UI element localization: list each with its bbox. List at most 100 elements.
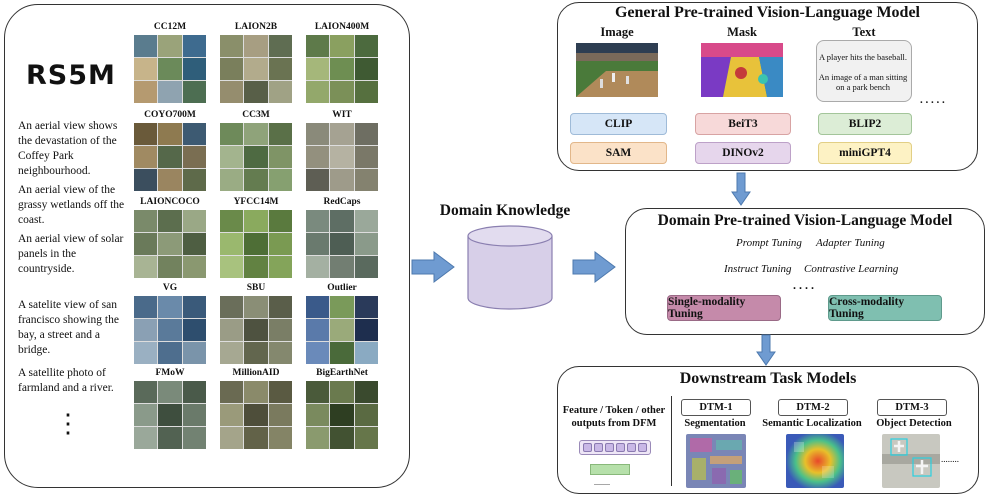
dataset-thumbnail [158, 169, 182, 191]
dataset-thumbnail [182, 404, 206, 426]
model-blip2: BLIP2 [818, 113, 912, 135]
caption-5: A satellite photo of farmland and a rive… [18, 367, 114, 394]
dataset-thumbnail [134, 296, 158, 318]
feature-output-text: Feature / Token / other outputs from DFM [562, 405, 666, 429]
downstream-title: Downstream Task Models [679, 370, 857, 387]
dataset-thumbnail [244, 81, 268, 103]
dtm-2-name: Semantic Localization [762, 418, 862, 429]
dataset-label: CC3M [242, 110, 270, 120]
dataset-thumbnail [330, 342, 354, 364]
dataset-thumbnail [268, 123, 292, 145]
dtm-3-box: DTM-3 [877, 399, 947, 416]
dataset-thumbnail [244, 404, 268, 426]
single-modality-tuning: Single-modality Tuning [667, 295, 781, 321]
dataset-thumbnail [330, 210, 354, 232]
dataset-thumbnail [220, 123, 244, 145]
semantic-localization-thumbnail [786, 434, 844, 488]
dataset-image-grid [220, 381, 292, 449]
dataset-thumbnail [244, 210, 268, 232]
dataset-thumbnail [244, 319, 268, 341]
dataset-thumbnail [220, 381, 244, 403]
dataset-thumbnail [244, 123, 268, 145]
dataset-thumbnail [182, 35, 206, 57]
arrow-left-to-db [411, 251, 455, 283]
dataset-thumbnail [134, 342, 158, 364]
domain-ellipsis: . . . . [793, 278, 814, 292]
dataset-thumbnail [354, 296, 378, 318]
feature-bar [590, 464, 630, 475]
dataset-thumbnail [244, 256, 268, 278]
dataset-thumbnail [182, 123, 206, 145]
tag-contrastive-learning: Contrastive Learning [804, 263, 899, 275]
dataset-thumbnail [306, 210, 330, 232]
dataset-thumbnail [354, 427, 378, 449]
rs5m-logo: RS5M [26, 60, 116, 91]
dataset-thumbnail [268, 256, 292, 278]
text-example-line-2: An image of a man sitting on a park benc… [818, 72, 908, 92]
caption-2: An aerial view of the grassy wetlands of… [18, 184, 125, 226]
dataset-thumbnail [306, 342, 330, 364]
dataset-thumbnail [244, 146, 268, 168]
text-example-box [816, 40, 912, 102]
dataset-thumbnail [158, 123, 182, 145]
dataset-thumbnail [354, 256, 378, 278]
dataset-label: WIT [332, 110, 352, 120]
dataset-label: YFCC14M [233, 197, 279, 207]
dataset-thumbnail [354, 81, 378, 103]
dataset-thumbnail [306, 404, 330, 426]
caption-1: An aerial view shows the devastation of … [18, 120, 118, 177]
dataset-thumbnail [354, 319, 378, 341]
dataset-thumbnail [354, 381, 378, 403]
arrow-general-to-domain [731, 172, 751, 206]
dataset-thumbnail [220, 58, 244, 80]
dataset-thumbnail [268, 381, 292, 403]
caption-ellipsis: ⋮ [55, 409, 81, 438]
dataset-thumbnail [134, 256, 158, 278]
dataset-thumbnail [268, 146, 292, 168]
dataset-thumbnail [182, 58, 206, 80]
dataset-thumbnail [134, 169, 158, 191]
dataset-label: RedCaps [323, 197, 361, 207]
dataset-thumbnail [134, 58, 158, 80]
dataset-label: SBU [246, 283, 266, 293]
general-vlm-title: General Pre-trained Vision-Language Mode… [614, 4, 920, 21]
dataset-label: LAION2B [234, 22, 278, 32]
dataset-thumbnail [182, 342, 206, 364]
dataset-thumbnail [330, 169, 354, 191]
dataset-thumbnail [330, 296, 354, 318]
dataset-thumbnail [158, 319, 182, 341]
dataset-image-grid [306, 210, 378, 278]
dataset-thumbnail [244, 233, 268, 255]
caption-4: A satelite view of san francisco showing… [18, 299, 119, 356]
dataset-thumbnail [330, 58, 354, 80]
dataset-thumbnail [330, 35, 354, 57]
dataset-thumbnail [220, 256, 244, 278]
dataset-label: FMoW [155, 368, 185, 378]
dataset-thumbnail [220, 146, 244, 168]
dataset-thumbnail [306, 427, 330, 449]
dataset-label: LAIONCOCO [140, 197, 200, 207]
dataset-thumbnail [182, 319, 206, 341]
dataset-thumbnail [158, 58, 182, 80]
dataset-label: COYO700M [144, 110, 196, 120]
dataset-thumbnail [158, 256, 182, 278]
dataset-image-grid [134, 123, 206, 191]
col-mask-label: Mask [727, 25, 757, 39]
dataset-image-grid [134, 35, 206, 103]
arrow-domain-to-downstream [756, 334, 776, 366]
dataset-label: LAION400M [314, 22, 370, 32]
dataset-thumbnail [220, 296, 244, 318]
dataset-label: VG [162, 283, 178, 293]
col-text-label: Text [852, 25, 876, 39]
downstream-tail-dots: ........ [941, 454, 959, 464]
dataset-thumbnail [330, 256, 354, 278]
dataset-thumbnail [244, 169, 268, 191]
dataset-thumbnail [220, 210, 244, 232]
dataset-thumbnail [306, 58, 330, 80]
segmentation-thumbnail [686, 434, 746, 488]
col-image-label: Image [600, 25, 634, 39]
token-cell [605, 443, 614, 452]
dataset-thumbnail [306, 233, 330, 255]
dataset-image-grid [306, 123, 378, 191]
